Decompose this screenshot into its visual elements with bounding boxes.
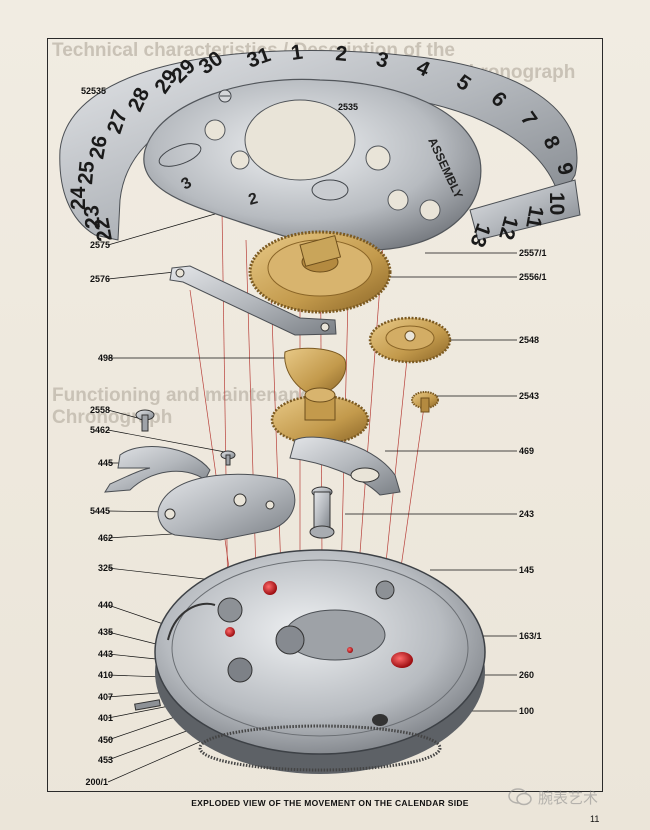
label-145: 145 (519, 565, 535, 575)
label-243: 243 (519, 509, 535, 519)
calendar-plate (143, 78, 482, 251)
label-2535: 2535 (338, 102, 359, 112)
label-2558: 2558 (89, 405, 110, 415)
label-2576: 2576 (89, 274, 110, 284)
steel-stem-243 (309, 486, 335, 539)
ring-number-right-5: 11 (521, 204, 548, 230)
label-2556-1: 2556/1 (519, 272, 547, 282)
brass-gear-small-2548 (368, 316, 452, 364)
page-number: 11 (590, 814, 600, 824)
ring-number-right-3: 9 (552, 160, 577, 177)
plate-number-2: 2 (247, 190, 260, 209)
steel-lever-2576 (169, 265, 337, 336)
ring-number-left-4: 26 (85, 134, 112, 161)
label-200-1: 200/1 (85, 777, 108, 787)
label-2557-1: 2557/1 (519, 248, 547, 258)
calendar-ring (59, 49, 581, 241)
watermark-text: 腕表艺术 (538, 788, 599, 807)
label-440: 440 (97, 600, 113, 610)
label-2575: 2575 (89, 240, 110, 250)
brass-cam-498 (284, 347, 347, 396)
label-5445: 5445 (89, 506, 110, 516)
brass-gear-large (248, 230, 392, 314)
ring-number-left-5: 25 (74, 160, 99, 186)
label-2548: 2548 (519, 335, 540, 345)
ring-number-left-8: 22 (90, 216, 117, 243)
label-443: 443 (97, 649, 113, 659)
label-401: 401 (97, 713, 113, 723)
steel-bridge-5445 (157, 473, 296, 541)
label-260: 260 (519, 670, 535, 680)
movement-main-plate (134, 549, 486, 774)
brass-pinion-2543 (411, 391, 439, 413)
page-frame (47, 38, 603, 792)
ring-number-right-4: 10 (545, 192, 568, 215)
label-163-1: 163/1 (519, 631, 542, 641)
label-100: 100 (519, 706, 535, 716)
label-435: 435 (97, 627, 113, 637)
ring-number-top-6: 3 (374, 48, 391, 73)
chat-bubble-icon (508, 788, 532, 806)
ring-number-top-4: 1 (289, 41, 304, 65)
label-52535: 52535 (80, 86, 106, 96)
label-450: 450 (97, 735, 113, 745)
ring-number-top-5: 2 (335, 42, 349, 66)
screw-2558 (135, 409, 155, 432)
figure-caption: EXPLODED VIEW OF THE MOVEMENT ON THE CAL… (191, 798, 469, 808)
watermark: 腕表艺术 (508, 786, 638, 808)
brass-wheel-cannon (270, 387, 370, 446)
ring-number-left-6: 24 (67, 186, 90, 210)
label-2543: 2543 (519, 391, 540, 401)
background-heading-3: Functioning and maintenance (52, 385, 322, 406)
label-445: 445 (97, 458, 113, 468)
label-325: 325 (97, 563, 113, 573)
label-410: 410 (97, 670, 113, 680)
label-498: 498 (97, 353, 113, 363)
label-469: 469 (519, 446, 535, 456)
ring-number-left-7: 23 (80, 204, 105, 229)
screw-5462 (220, 450, 236, 466)
steel-lever-469 (289, 436, 401, 496)
label-453: 453 (97, 755, 113, 765)
label-5462: 5462 (89, 425, 110, 435)
steel-spring-445 (104, 446, 211, 493)
label-462: 462 (97, 533, 113, 543)
label-407: 407 (97, 692, 113, 702)
